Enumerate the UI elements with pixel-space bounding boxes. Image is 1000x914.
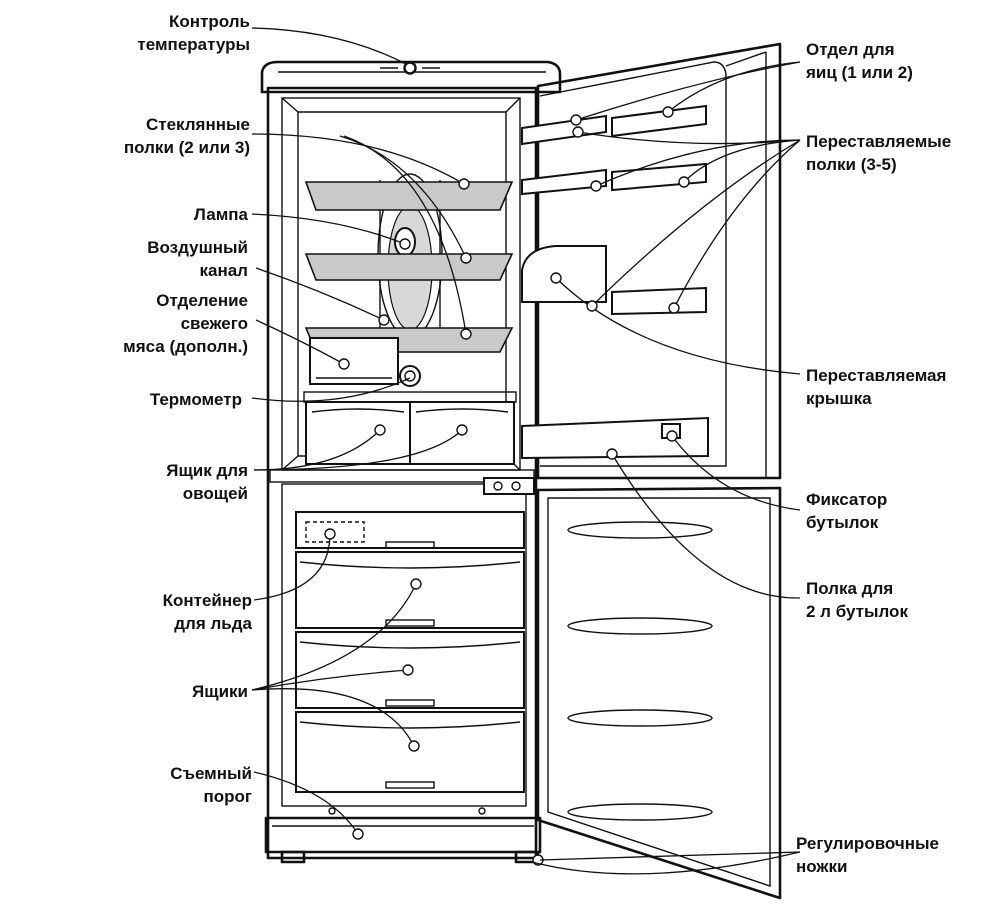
freezer-door	[532, 486, 782, 900]
fridge-door	[483, 42, 782, 495]
egg-tray-left	[521, 114, 607, 146]
foot-left	[280, 850, 306, 864]
hinge	[483, 477, 535, 495]
thermometer-icon	[399, 365, 421, 387]
leader-lines	[251, 27, 801, 875]
drawer-3	[295, 711, 525, 793]
ice-container	[305, 521, 365, 543]
adjustable-cover	[521, 245, 607, 303]
label-drawers: Ящики	[192, 682, 248, 701]
fridge-interior	[303, 173, 517, 465]
glass-shelf-1	[304, 181, 514, 211]
vegetable-drawer-right	[409, 401, 515, 465]
freezer-drawers	[295, 511, 525, 793]
label-lamp: Лампа	[193, 205, 248, 224]
egg-tray-right	[611, 104, 707, 138]
drawer-1	[295, 551, 525, 629]
door-shelf-2	[611, 162, 707, 192]
door-shelf-1	[521, 168, 607, 196]
label-thermometer: Термометр	[149, 390, 242, 409]
fresh-meat-compartment	[309, 337, 399, 385]
glass-shelf-2	[304, 253, 514, 281]
vegetable-drawer-left	[305, 401, 411, 465]
door-shelf-3	[611, 286, 707, 316]
